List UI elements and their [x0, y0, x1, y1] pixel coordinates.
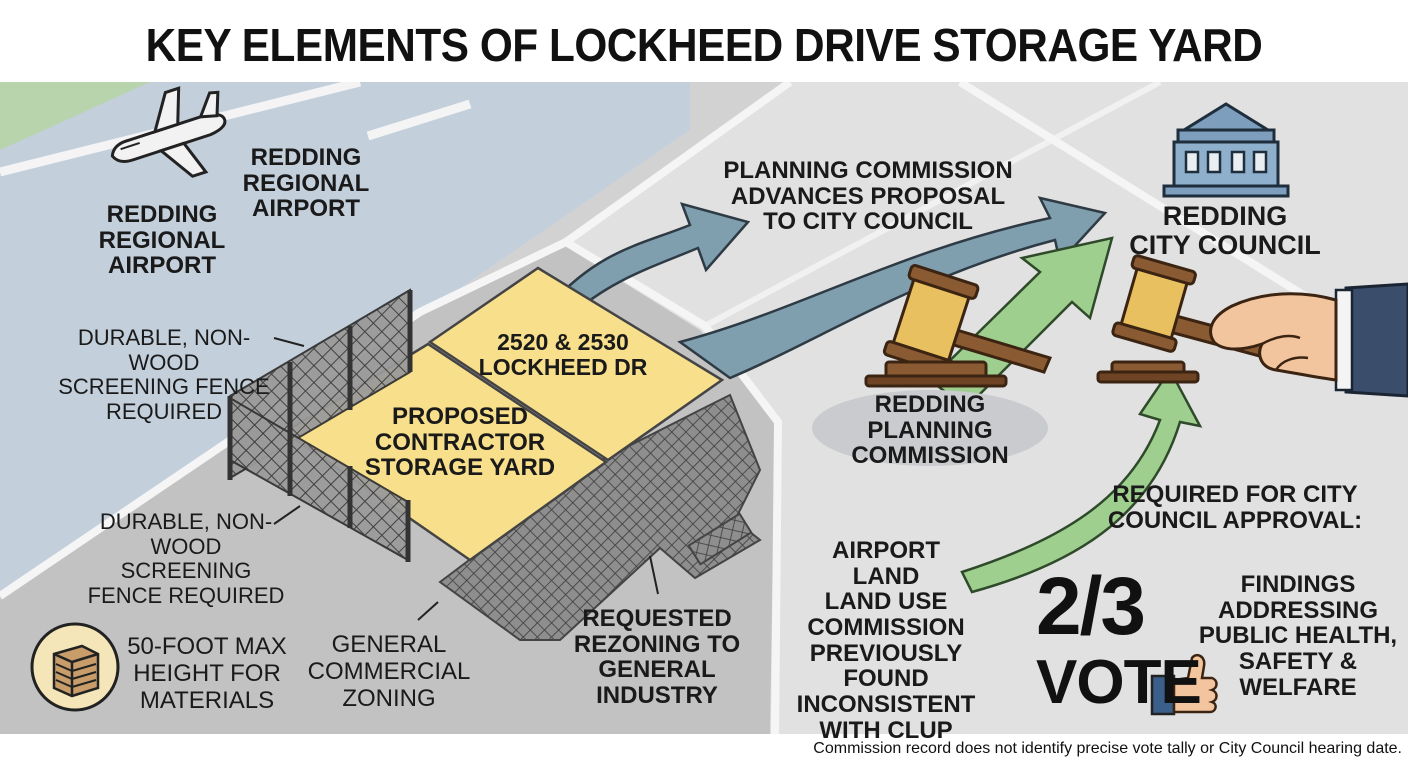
airplane-icon — [110, 86, 227, 178]
page-title: KEY ELEMENTS OF LOCKHEED DRIVE STORAGE Y… — [145, 19, 1263, 145]
label-planning-commission: REDDING PLANNING COMMISSION — [851, 391, 1009, 470]
airport-grass — [0, 82, 150, 150]
leader-fence-bottom — [273, 505, 301, 525]
leader-fence-top — [273, 337, 305, 347]
site-map — [0, 82, 1408, 734]
road-edge-4 — [703, 82, 1162, 329]
commission-arrow-2 — [677, 196, 1108, 380]
vote-fraction: 2/3 — [1036, 561, 1146, 652]
commission-arrow-1 — [548, 202, 751, 320]
stacked-materials-icon — [30, 622, 120, 712]
gavel-icon — [864, 264, 1053, 388]
leader-rezoning — [649, 555, 659, 595]
leader-zoning — [417, 601, 439, 621]
fence-posts — [227, 290, 413, 562]
label-zoning: GENERAL COMMERCIAL ZONING — [307, 631, 471, 712]
aluc-to-council-arrow — [960, 367, 1203, 594]
parcel-2530-lockheed — [427, 266, 725, 462]
label-storage-yard: PROPOSED CONTRACTOR STORAGE YARD — [364, 403, 556, 482]
label-findings: FINDINGS ADDRESSING PUBLIC HEALTH, SAFET… — [1198, 571, 1398, 701]
thumbs-up-icon — [1150, 654, 1218, 716]
label-airport-a: REDDING REGIONAL AIRPORT — [98, 201, 226, 280]
label-address: 2520 & 2530 LOCKHEED DR — [478, 329, 648, 380]
rezoning-small-block — [687, 512, 753, 566]
footnote: Commission record does not identify prec… — [813, 740, 1402, 757]
upper-gray-zone — [420, 82, 790, 316]
label-airport-b: REDDING REGIONAL AIRPORT — [242, 144, 370, 223]
label-height-limit: 50-FOOT MAX HEIGHT FOR MATERIALS — [127, 633, 287, 714]
hand-icon — [1209, 282, 1408, 398]
vote-word: VOTE — [1036, 648, 1202, 717]
city-hall-icon — [1162, 102, 1290, 198]
road-edge — [0, 82, 793, 600]
label-required-approval: REQUIRED FOR CITY COUNCIL APPROVAL: — [1107, 481, 1363, 534]
commission-pedestal — [812, 390, 1048, 466]
label-aluc: AIRPORT LAND LAND USE COMMISSION PREVIOU… — [796, 537, 976, 744]
label-rezoning: REQUESTED REZONING TO GENERAL INDUSTRY — [573, 605, 741, 710]
label-commission-advances: PLANNING COMMISSION ADVANCES PROPOSAL TO… — [723, 157, 1013, 236]
label-fence-bottom: DURABLE, NON- WOOD SCREENING FENCE REQUI… — [87, 509, 285, 608]
label-city-council: REDDING CITY COUNCIL — [1129, 201, 1321, 260]
label-fence-top: DURABLE, NON-WOOD SCREENING FENCE REQUIR… — [58, 325, 270, 424]
